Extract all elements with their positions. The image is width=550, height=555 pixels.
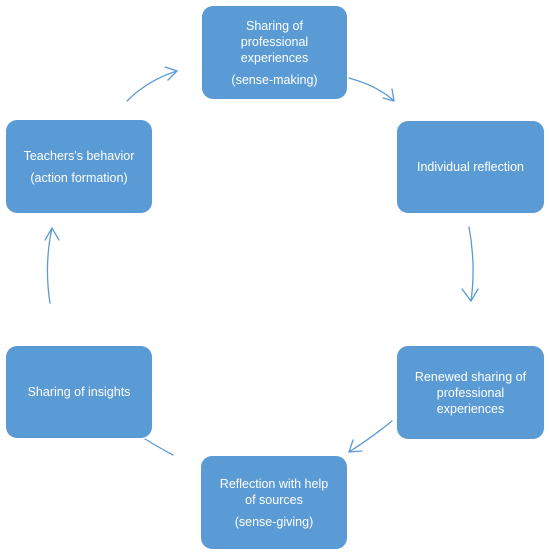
arrow-insights-to-behavior [44,227,60,304]
node-renewed-line2: professional [436,385,505,400]
node-insights-label: Sharing of insights [27,385,131,399]
node-renewed-sharing: Renewed sharing of professional experien… [397,346,544,439]
node-reflection-line1: Reflection with help [219,476,329,491]
arrow-sharing-to-individual [348,77,395,102]
arrow-individual-to-renewed [461,226,479,302]
node-sharing-line3: experiences [240,50,309,65]
node-sharing-professional-experiences: Sharing of professional experiences (sen… [202,6,347,99]
node-teachers-behavior: Teachers's behavior (action formation) [6,120,152,213]
node-individual-label: Individual reflection [416,160,524,174]
node-behavior-line2: (action formation) [30,170,128,185]
arrow-renewed-to-reflection [348,420,393,453]
node-sharing-line2: professional [240,34,309,49]
node-sharing-line1: Sharing of [246,18,303,33]
node-renewed-line1: Renewed sharing of [414,369,527,384]
line-reflection-to-insights [144,438,174,456]
node-individual-reflection: Individual reflection [397,121,544,213]
arrow-behavior-to-sharing [126,66,178,102]
node-behavior-line1: Teachers's behavior [23,148,135,163]
node-reflection-with-sources: Reflection with help of sources (sense-g… [201,456,347,549]
node-sharing-of-insights: Sharing of insights [6,346,152,438]
node-reflection-line2: of sources [245,492,303,507]
node-renewed-line3: experiences [436,401,505,416]
node-sharing-line4: (sense-making) [231,72,318,87]
node-reflection-line3: (sense-giving) [234,514,314,529]
